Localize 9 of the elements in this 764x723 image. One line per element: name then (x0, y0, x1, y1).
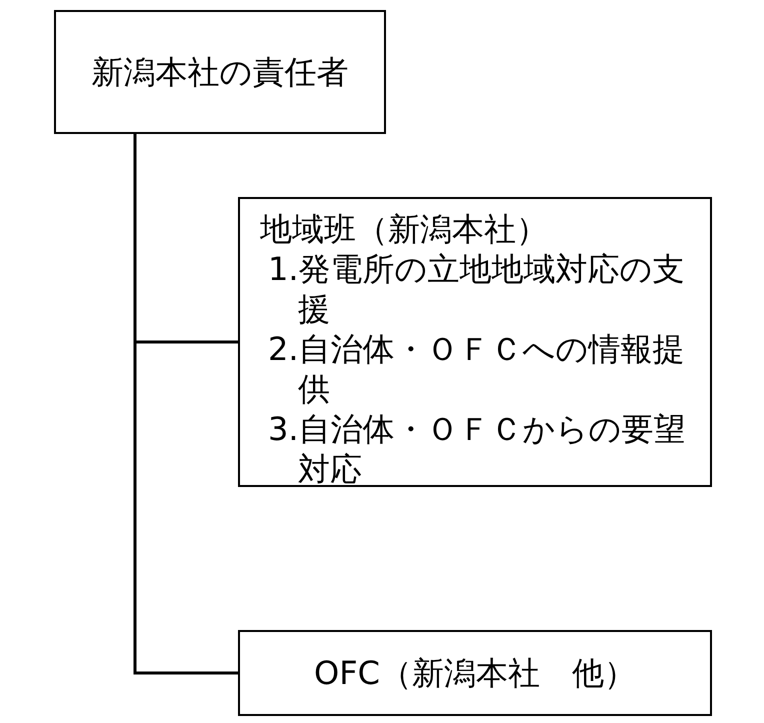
org-box (54, 10, 386, 134)
box-label: OFC（新潟本社 他） (314, 653, 636, 693)
org-box (238, 630, 712, 716)
box-heading: 地域班（新潟本社） (260, 209, 549, 249)
box-label: 新潟本社の責任者 (92, 52, 348, 92)
task-item: 3.自治体・ＯＦＣからの要望対応 (267, 409, 687, 489)
task-box (238, 197, 712, 487)
task-item: 2.自治体・ＯＦＣへの情報提供 (267, 329, 686, 409)
task-item: 1.発電所の立地地域対応の支援 (267, 249, 686, 329)
